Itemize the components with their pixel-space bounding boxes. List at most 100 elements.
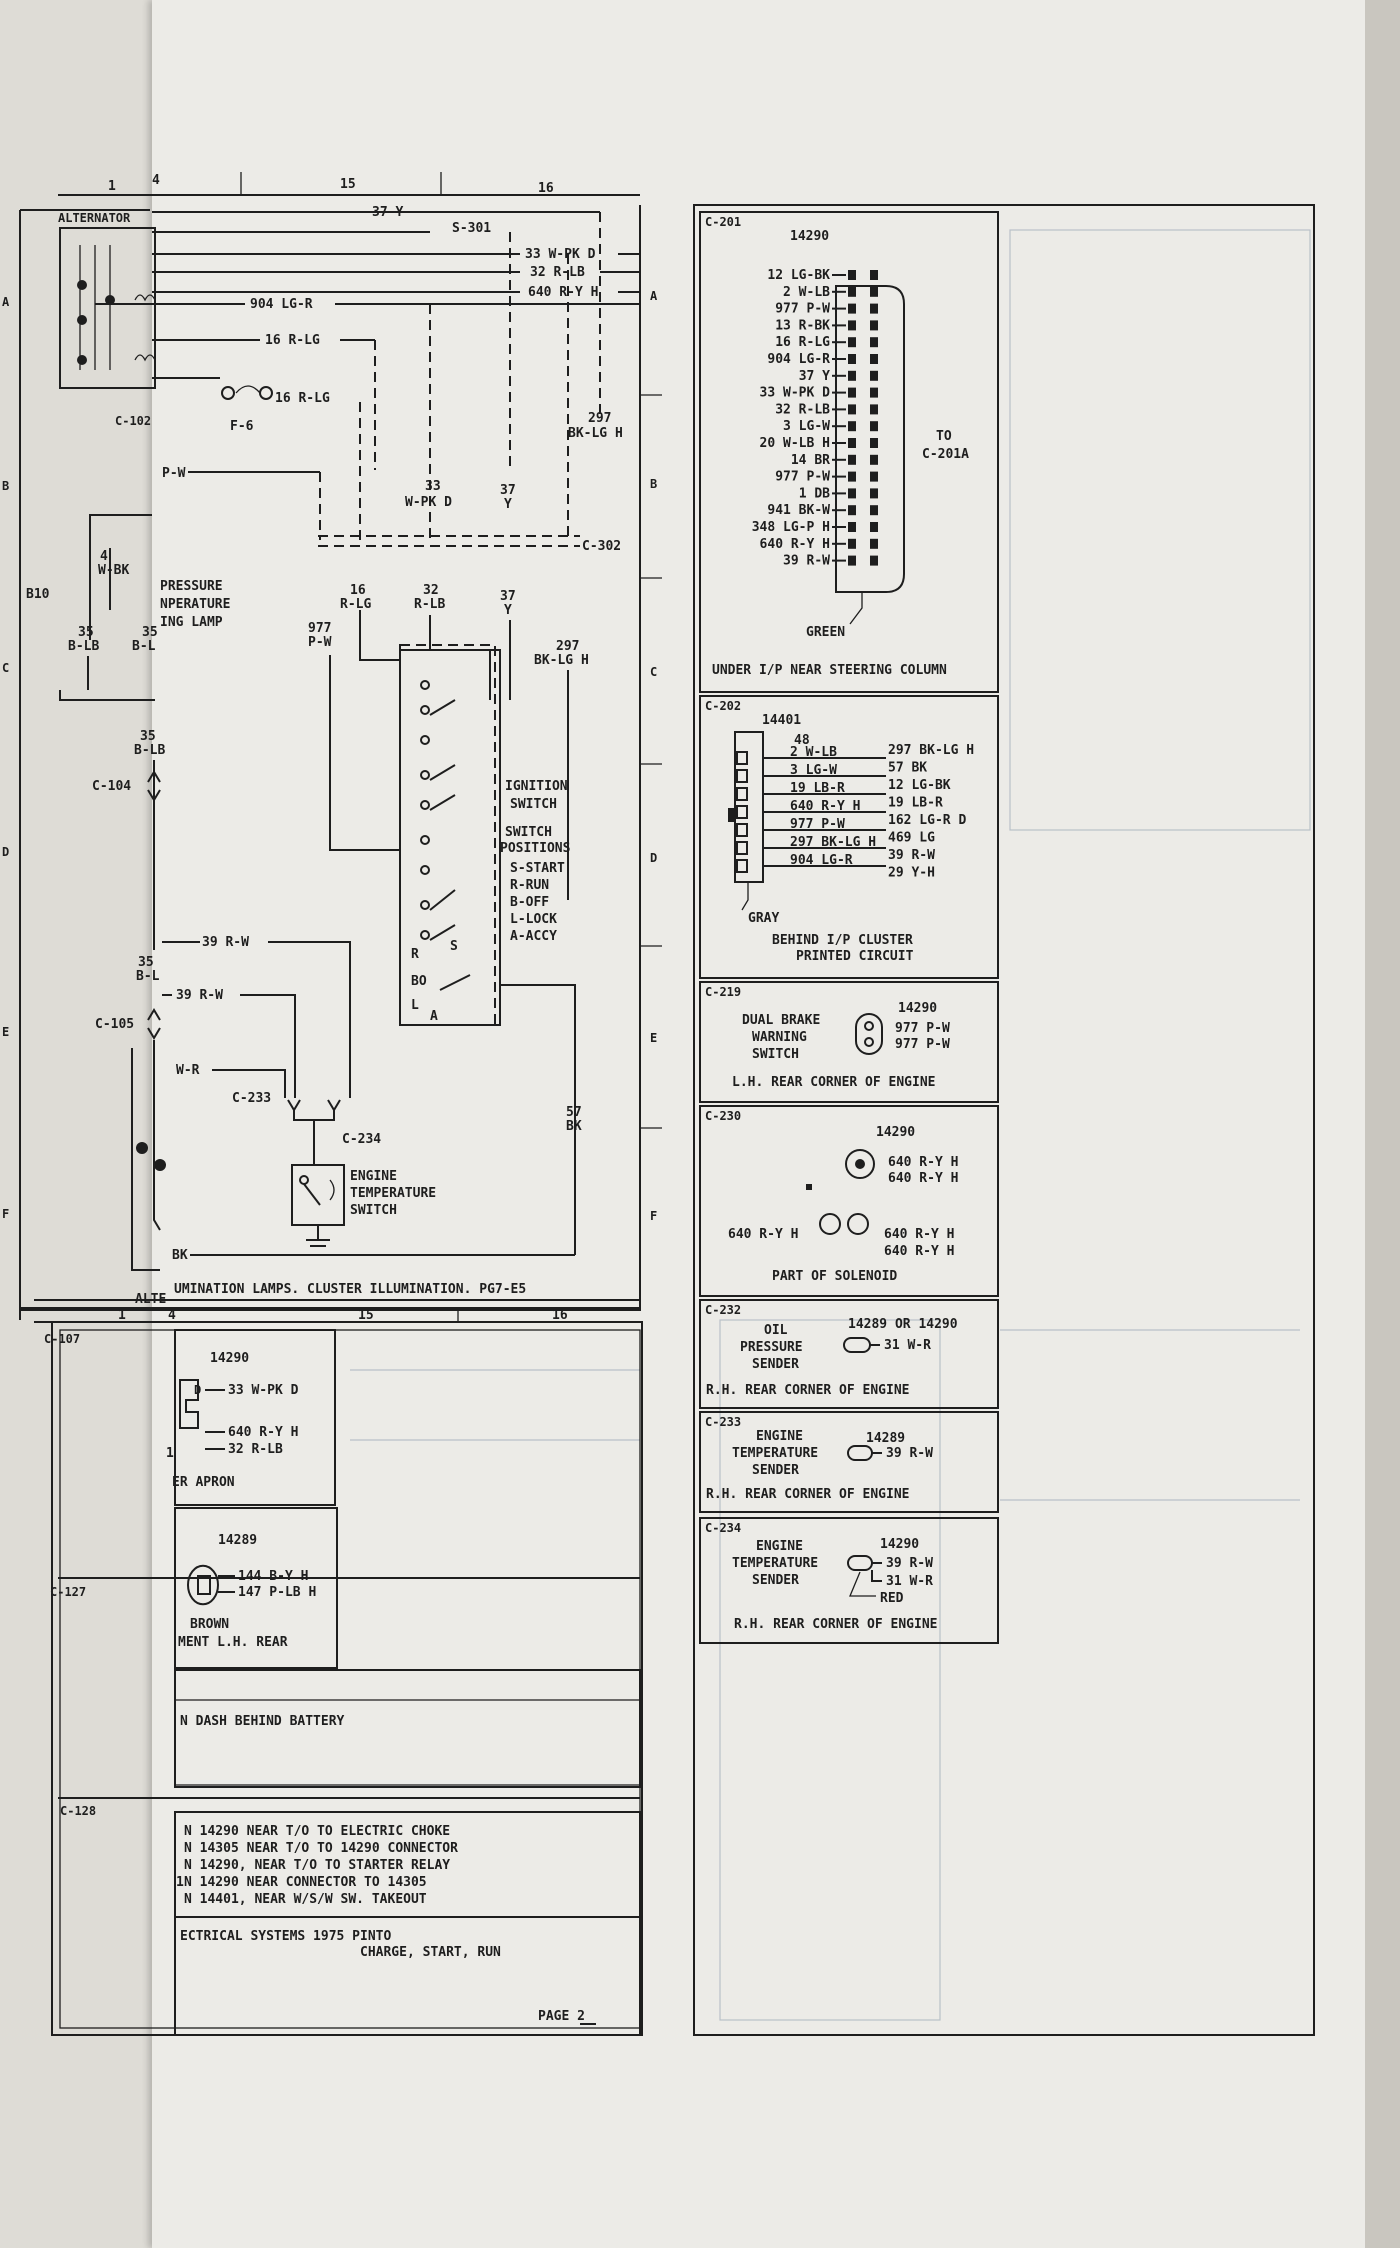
c201-pin-3 <box>848 320 856 331</box>
c127-id: C-127 <box>50 1585 86 1599</box>
c233-name3: SENDER <box>752 1463 799 1478</box>
c234-location: R.H. REAR CORNER OF ENGINE <box>734 1617 938 1632</box>
c201-pin-9 <box>848 421 856 432</box>
c201-pin-15 <box>848 522 856 532</box>
pressure-line2: NPERATURE <box>160 597 230 612</box>
alternator-bottom: ALTE <box>135 1292 166 1307</box>
w33-color: W-PK D <box>405 495 452 510</box>
c201-part: 14290 <box>790 229 829 244</box>
c234-name2: TEMPERATURE <box>732 1556 818 1571</box>
c128-line-1: N 14290 NEAR T/O TO ELECTRIC CHOKE <box>184 1824 450 1839</box>
ignition-label2: SWITCH <box>510 797 557 812</box>
w35-color: B-LB <box>68 639 99 654</box>
c201-pin-b-14 <box>870 505 878 516</box>
wire-904-top: 904 LG-R <box>250 297 313 312</box>
switch-a: A <box>430 1009 438 1024</box>
c233-wire: 39 R-W <box>886 1446 933 1461</box>
c201-wire-15: 348 LG-P H <box>752 520 830 535</box>
diagram-footer-note: UMINATION LAMPS. CLUSTER ILLUMINATION. P… <box>174 1282 526 1297</box>
c107-wire-33: 33 W-PK D <box>228 1383 299 1398</box>
c202-left-wire-1: 3 LG-W <box>790 763 837 778</box>
bk-label: BK <box>172 1248 188 1263</box>
switch-s: S <box>450 939 458 954</box>
c201-wire-5: 904 LG-R <box>767 352 830 367</box>
c127-note: MENT L.H. REAR <box>178 1635 288 1650</box>
c234-color: RED <box>880 1591 904 1606</box>
c127-color: BROWN <box>190 1617 229 1632</box>
c202-pin-2 <box>736 787 748 801</box>
splice-s301: S-301 <box>452 221 491 236</box>
c107-wire-32: 32 R-LB <box>228 1442 283 1457</box>
w33-label: 33 <box>425 479 441 494</box>
c107-id: C-107 <box>44 1332 80 1346</box>
wire-33-top: 33 W-PK D <box>525 247 596 262</box>
w32-color: R-LB <box>414 597 445 612</box>
c201-pin-6 <box>848 370 856 381</box>
c202-id: C-202 <box>705 699 741 713</box>
c127-wire-147: 147 P-LB H <box>238 1585 316 1600</box>
c128-pin: 1 <box>176 1875 184 1890</box>
positions-line7: A-ACCY <box>510 929 557 944</box>
c201-to1: TO <box>936 429 952 444</box>
ruler-top-16: 16 <box>538 181 554 196</box>
c128-line-2: N 14305 NEAR T/O TO 14290 CONNECTOR <box>184 1841 458 1856</box>
positions-line2: POSITIONS <box>500 841 571 856</box>
switch-bo: BO <box>411 974 427 989</box>
w16-label: 16 <box>350 583 366 598</box>
c233-name1: ENGINE <box>756 1429 803 1444</box>
pressure-line1: PRESSURE <box>160 579 223 594</box>
positions-line4: R-RUN <box>510 878 549 893</box>
w977-label: 977 <box>308 621 331 636</box>
ruler-top-4: 4 <box>152 173 160 188</box>
c201-pin-b-15 <box>870 522 878 532</box>
c202-pin-6 <box>736 859 748 873</box>
c234-label: C-234 <box>342 1132 381 1147</box>
c201-wire-3: 13 R-BK <box>775 318 830 333</box>
c102-label: C-102 <box>115 414 151 428</box>
w35g-label: 35 <box>138 955 154 970</box>
c232-location: R.H. REAR CORNER OF ENGINE <box>706 1383 910 1398</box>
c233-name2: TEMPERATURE <box>732 1446 818 1461</box>
c232-name1: OIL <box>764 1323 788 1338</box>
w297-label: 297 <box>588 411 611 426</box>
positions-line5: B-OFF <box>510 895 549 910</box>
c219-name2: WARNING <box>752 1030 807 1045</box>
ignition-contacts <box>420 680 456 941</box>
c202-left-wire-0: 2 W-LB <box>790 745 837 760</box>
row-c-left: C <box>2 661 9 675</box>
c202-right-wire-3: 19 LB-R <box>888 796 943 811</box>
c202-right-wire-0: 297 BK-LG H <box>888 743 974 758</box>
document-subtitle: CHARGE, START, RUN <box>360 1945 501 1960</box>
row-a-left: A <box>2 295 10 309</box>
c201-pin-0 <box>848 270 856 280</box>
c201-wire-6: 37 Y <box>799 369 830 384</box>
ruler-top-1: 1 <box>108 179 116 194</box>
c230-right-wire2: 640 R-Y H <box>884 1244 954 1259</box>
wire-37y-top: 37 Y <box>372 205 403 220</box>
c201-pin-11 <box>848 454 856 465</box>
c201-pin-b-16 <box>870 538 878 549</box>
row-e-left: E <box>2 1025 9 1039</box>
c202-right-wire-4: 162 LG-R D <box>888 813 966 828</box>
c232-name2: PRESSURE <box>740 1340 803 1355</box>
page-edge <box>1365 0 1400 2248</box>
ruler-bottom-16: 16 <box>552 1308 568 1323</box>
c201-wire-11: 14 BR <box>791 453 830 468</box>
c107-pin: 1 <box>166 1446 174 1461</box>
c107-pin-d1: D <box>194 1383 201 1397</box>
eng-temp-line2: TEMPERATURE <box>350 1186 436 1201</box>
eng-temp-line1: ENGINE <box>350 1169 397 1184</box>
wire-32-top: 32 R-LB <box>530 265 585 280</box>
c201-wire-1: 2 W-LB <box>783 285 830 300</box>
c201-pin-b-17 <box>870 555 878 566</box>
c128-id: C-128 <box>60 1804 96 1818</box>
c107-part: 14290 <box>210 1351 249 1366</box>
row-b-mid: B <box>650 477 657 491</box>
c201-pin-b-10 <box>870 438 878 448</box>
row-c-mid: C <box>650 665 657 679</box>
w35g-color: B-L <box>136 969 160 984</box>
c107-note: ER APRON <box>172 1475 235 1490</box>
c202-location: BEHIND I/P CLUSTER <box>772 933 913 948</box>
